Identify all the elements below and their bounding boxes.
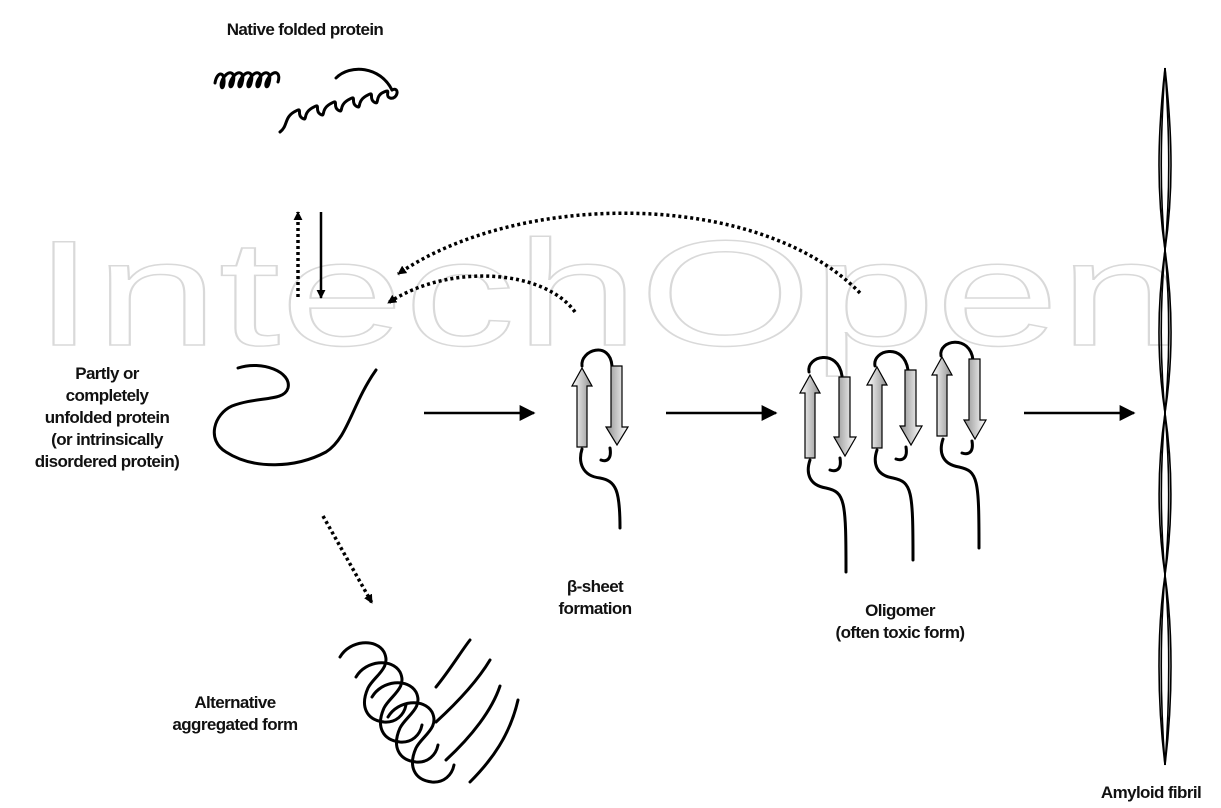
watermark-text: IntechOpen — [33, 209, 1183, 377]
alternative-aggregate-icon — [340, 640, 518, 782]
amyloid-fibril-icon — [1159, 68, 1171, 765]
native-protein-label: Native folded protein — [200, 19, 410, 41]
oligomer-label: Oligomer (often toxic form) — [800, 600, 1000, 644]
unfolded-protein-label: Partly or completely unfolded protein (o… — [2, 363, 212, 473]
unfolded-protein-icon — [214, 365, 376, 464]
native-protein-icon — [215, 69, 397, 132]
beta-sheet-label: β-sheet formation — [540, 576, 650, 620]
alternative-aggregate-label: Alternative aggregated form — [140, 692, 330, 736]
down-strand-arrow — [606, 366, 628, 445]
dotted-arrow-to-aggregate — [323, 516, 372, 603]
up-strand-arrow — [572, 368, 592, 447]
amyloid-fibril-label: Amyloid fibril — [1083, 782, 1219, 804]
